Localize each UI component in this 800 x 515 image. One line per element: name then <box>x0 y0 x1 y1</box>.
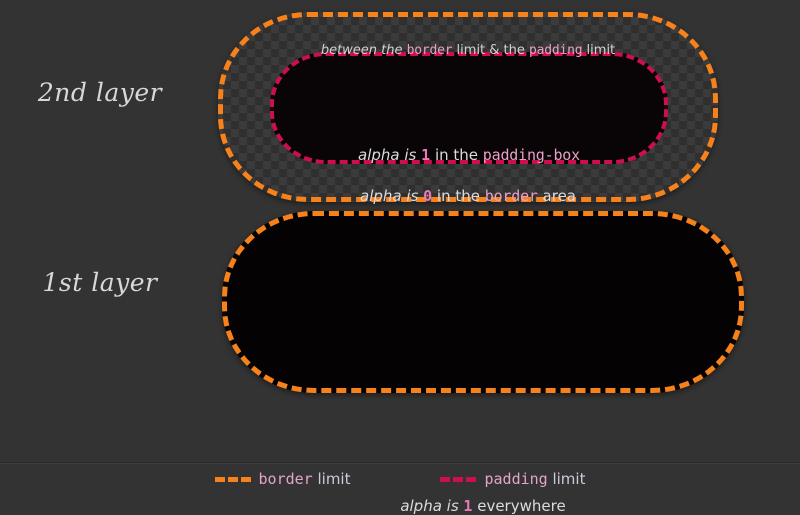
caption-border-area-part2: in the <box>432 187 485 205</box>
dashed-line-orange-icon <box>214 476 251 482</box>
diagram-canvas: 2nd layer 1st layer between the border l… <box>0 12 800 515</box>
caption-padding-box-value: 1 <box>421 146 431 164</box>
caption-border-area-mono: border <box>484 187 538 205</box>
caption-between-part3: limit <box>582 43 616 58</box>
legend-padding-mono: padding <box>484 470 548 488</box>
dashed-line-crimson-icon <box>440 476 477 482</box>
second-layer-padding-box: alpha is 1 in the padding-box <box>270 52 668 164</box>
legend-padding-rest: limit <box>547 470 586 488</box>
legend-border-rest: limit <box>312 470 351 488</box>
legend-border-mono: border <box>258 470 313 488</box>
caption-padding-box-part2: in the <box>430 146 483 164</box>
caption-padding-box: alpha is 1 in the padding-box <box>274 146 664 164</box>
caption-border-area-value: 0 <box>423 187 433 205</box>
caption-between-part1: between the <box>320 43 407 58</box>
caption-between-part2: limit & the <box>452 43 530 58</box>
caption-padding-box-mono: padding-box <box>482 146 580 164</box>
first-layer-label: 1st layer <box>42 268 158 297</box>
caption-between-mono-border: border <box>406 43 453 58</box>
caption-padding-box-part1: alpha is <box>358 146 422 164</box>
legend-item-padding-limit: padding limit <box>440 470 585 488</box>
caption-border-area-part3: area <box>537 187 576 205</box>
legend-item-border-limit: border limit <box>214 470 351 488</box>
legend-divider <box>0 462 800 464</box>
caption-border-area-part1: alpha is <box>360 187 424 205</box>
legend-label-border-limit: border limit <box>259 470 351 488</box>
legend: border limit padding limit <box>0 470 800 488</box>
first-layer-border-box: alpha is 1 everywhere <box>222 211 744 515</box>
second-layer-label: 2nd layer <box>37 78 163 107</box>
caption-between-border-and-padding: between the border limit & the padding l… <box>223 43 713 58</box>
legend-label-padding-limit: padding limit <box>484 470 585 488</box>
caption-between-mono-padding: padding <box>529 43 583 58</box>
caption-border-area: alpha is 0 in the border area <box>223 187 713 205</box>
